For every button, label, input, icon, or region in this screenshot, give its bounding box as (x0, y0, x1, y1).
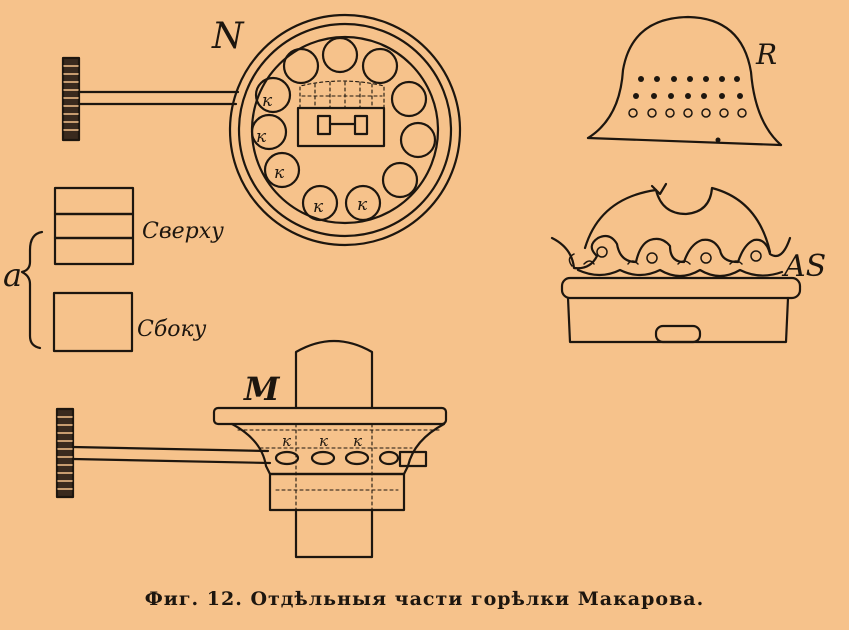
label-a: a (3, 256, 22, 294)
wick-pieces-a (20, 186, 135, 353)
cap-r (586, 15, 783, 147)
label-k: к (274, 163, 285, 183)
spindle-top (77, 90, 240, 106)
label-k: к (313, 197, 324, 217)
label-r: R (755, 38, 777, 71)
label-k: к (282, 432, 291, 450)
label-side-view: Сбоку (137, 317, 207, 342)
label-k: к (262, 91, 273, 111)
figure-caption: Фиг. 12. Отдѣльныя части горѣлки Макаров… (144, 588, 705, 610)
label-top-view: Сверху (142, 219, 224, 244)
label-as: AS (781, 249, 826, 284)
gallery-as (550, 182, 802, 344)
burner-side-view (212, 339, 448, 559)
knob-top (61, 56, 81, 142)
burner-top-view (228, 13, 462, 247)
label-k: к (319, 432, 328, 450)
label-k: к (256, 127, 267, 147)
label-m: M (243, 370, 281, 408)
label-k: к (353, 432, 362, 450)
label-n: N (211, 16, 245, 57)
knob-bottom (55, 407, 75, 499)
spindle-bottom (71, 445, 428, 468)
label-k: к (357, 195, 368, 215)
